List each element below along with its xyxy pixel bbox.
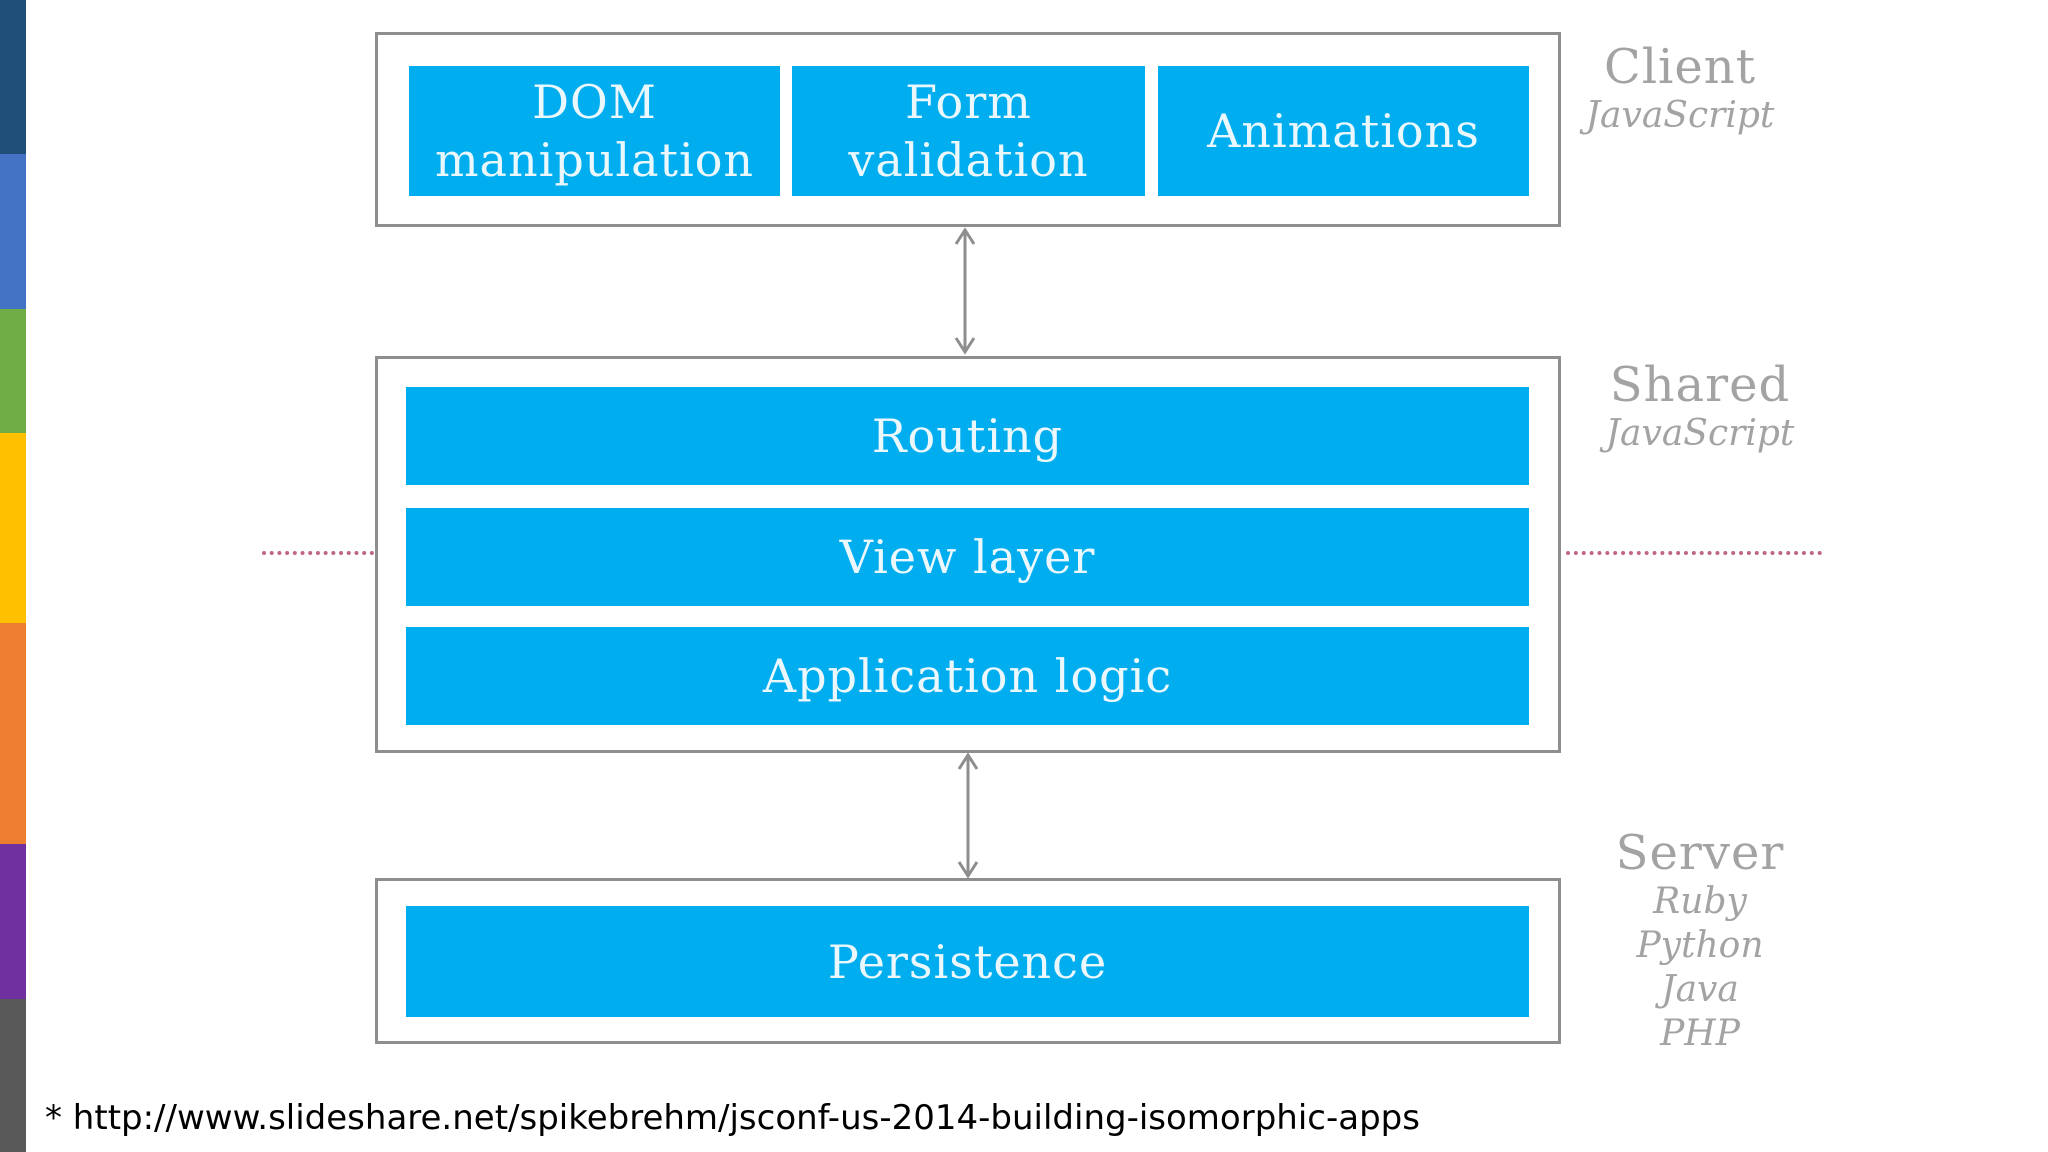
arrow-shared-server [957,752,979,879]
source-footnote: * http://www.slideshare.net/spikebrehm/j… [45,1098,1420,1138]
color-bar-segment [0,154,26,309]
client-tier-label: Client JavaScript [1560,40,1800,138]
shared-block-view-layer: View layer [406,508,1529,606]
color-bar-segment [0,844,26,999]
color-bar-segment [0,0,26,154]
client-block-form-validation: Form validation [792,66,1145,196]
arrow-client-shared [954,227,976,355]
divider-right [1566,551,1822,555]
server-tier-label: Server Ruby Python Java PHP [1580,826,1820,1056]
shared-block-application-logic: Application logic [406,627,1529,725]
shared-tier-label: Shared JavaScript [1580,358,1820,456]
color-bar-segment [0,623,26,844]
color-bar-segment [0,433,26,623]
divider-left [262,551,374,555]
color-bar-segment [0,999,26,1152]
shared-language: JavaScript [1605,413,1795,454]
shared-label: Shared [1609,357,1791,413]
server-language-java: Java [1661,969,1739,1010]
shared-block-routing: Routing [406,387,1529,485]
client-language: JavaScript [1585,95,1775,136]
client-label: Client [1603,39,1757,95]
server-language-ruby: Ruby [1653,881,1747,922]
server-block-persistence: Persistence [406,906,1529,1017]
side-color-bar [0,0,26,1152]
server-language-python: Python [1636,925,1764,966]
color-bar-segment [0,309,26,433]
client-block-dom-manipulation: DOM manipulation [409,66,780,196]
server-language-php: PHP [1660,1013,1740,1054]
server-label: Server [1615,825,1785,881]
client-block-animations: Animations [1158,66,1529,196]
